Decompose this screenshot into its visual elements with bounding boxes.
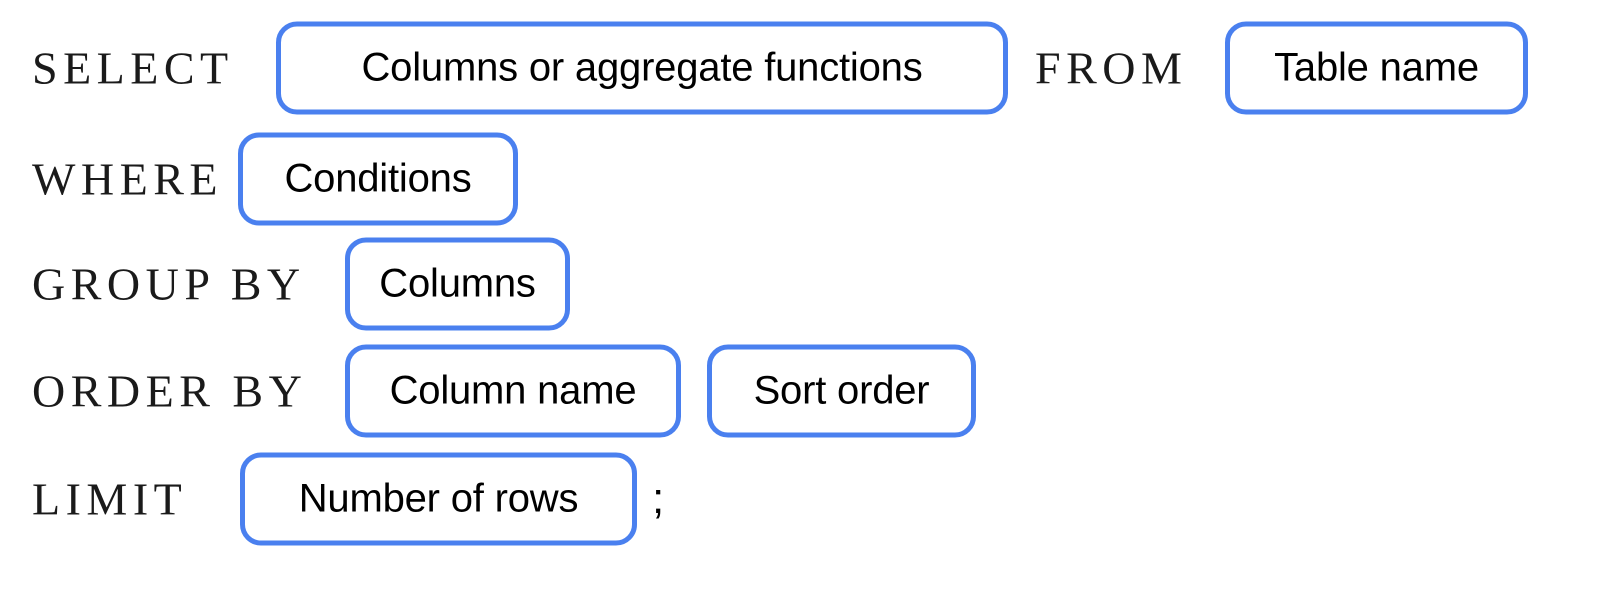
placeholder-box-table-name[interactable]: Table name [1225,21,1528,114]
keyword-group-by: GROUP BY [32,258,306,309]
placeholder-box-select-columns[interactable]: Columns or aggregate functions [276,21,1008,114]
placeholder-label-sort-order: Sort order [753,368,930,413]
statement-terminator-semicolon: ; [652,473,665,523]
placeholder-box-order-by-column-name[interactable]: Column name [345,344,681,437]
clause-row-order-by: ORDER BY Column name Sort order [0,343,1600,438]
placeholder-box-group-by-columns[interactable]: Columns [345,237,570,330]
placeholder-label-number-of-rows: Number of rows [298,476,579,521]
keyword-order-by: ORDER BY [32,365,308,416]
placeholder-box-sort-order[interactable]: Sort order [707,344,976,437]
placeholder-label-table-name: Table name [1274,45,1479,90]
clause-row-limit: LIMIT Number of rows ; [0,451,1600,546]
keyword-from: FROM [1035,42,1188,93]
placeholder-box-conditions[interactable]: Conditions [238,132,518,225]
placeholder-label-order-by-column-name: Column name [389,368,637,413]
keyword-where: WHERE [32,153,224,204]
placeholder-label-group-by-columns: Columns [379,261,536,306]
clause-row-where: WHERE Conditions [0,131,1600,226]
keyword-limit: LIMIT [32,473,188,524]
placeholder-label-select-columns: Columns or aggregate functions [361,45,923,90]
clause-row-select: SELECT Columns or aggregate functions FR… [0,20,1600,115]
clause-row-group-by: GROUP BY Columns [0,236,1600,331]
placeholder-box-number-of-rows[interactable]: Number of rows [240,452,637,545]
placeholder-label-conditions: Conditions [284,156,472,201]
keyword-select: SELECT [32,42,234,93]
